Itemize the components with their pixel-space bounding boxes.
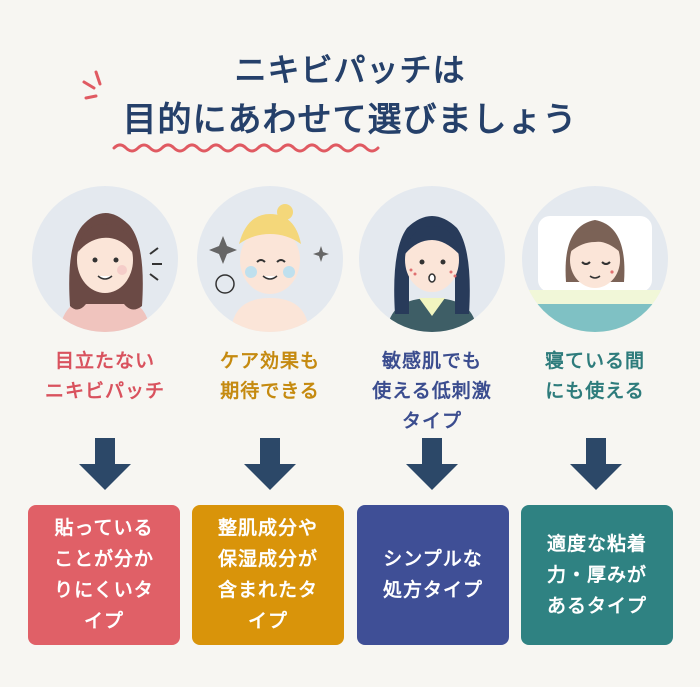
avatar-woman-sleeping xyxy=(522,186,668,332)
title-underline-wave xyxy=(112,143,380,153)
page-title-line2: 目的にあわせて選びましょう xyxy=(122,100,578,140)
avatar-woman-long-hair xyxy=(32,186,178,332)
column-label: 敏感肌でも 使える低刺激 タイプ xyxy=(372,350,492,432)
type-box-care-effect: 整肌成分や 保湿成分が 含まれたタ イプ xyxy=(192,505,344,645)
down-arrow-icon xyxy=(570,438,622,490)
avatar-woman-worried xyxy=(359,186,505,332)
emphasis-spark-icon xyxy=(82,70,102,100)
down-arrow-icon xyxy=(406,438,458,490)
column-care-effect: ケア効果も 期待できる xyxy=(195,186,345,406)
type-box-inconspicuous: 貼っている ことが分か りにくいタ イプ xyxy=(28,505,180,645)
down-arrow-icon xyxy=(244,438,296,490)
column-label: 寝ている間 にも使える xyxy=(544,350,645,402)
column-label: 目立たない ニキビパッチ xyxy=(44,350,165,402)
column-inconspicuous: 目立たない ニキビパッチ xyxy=(30,186,180,406)
page-title-line1: ニキビパッチは xyxy=(234,51,466,89)
down-arrow-icon xyxy=(79,438,131,490)
type-box-while-sleeping: 適度な粘着 力・厚みが あるタイプ xyxy=(521,505,673,645)
column-while-sleeping: 寝ている間 にも使える xyxy=(520,186,670,406)
type-box-sensitive-skin: シンプルな 処方タイプ xyxy=(357,505,509,645)
column-sensitive-skin: 敏感肌でも 使える低刺激 タイプ xyxy=(357,186,507,436)
column-label: ケア効果も 期待できる xyxy=(219,350,320,402)
avatar-woman-headband xyxy=(197,186,343,332)
